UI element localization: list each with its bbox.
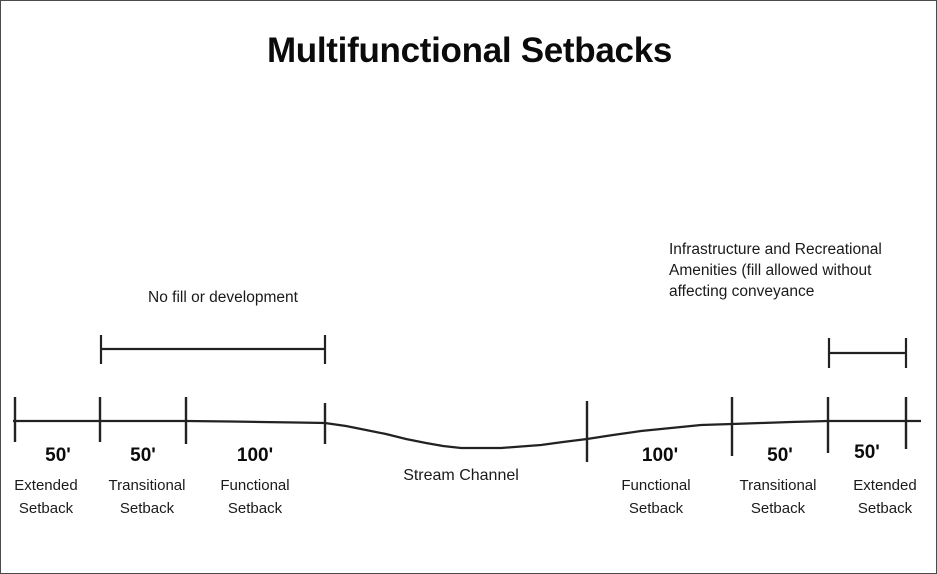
segment-label-extended-left: Extended Setback xyxy=(14,477,78,517)
infrastructure-amenities-note: Infrastructure and Recreational Amenitie… xyxy=(669,241,882,300)
page-title: Multifunctional Setbacks xyxy=(266,31,673,70)
distance-label-functional-left: 100' xyxy=(236,445,274,466)
ground-profile-line xyxy=(13,419,921,450)
no-fill-note: No fill or development xyxy=(148,289,298,306)
segment-label-extended-right: Extended Setback xyxy=(853,477,917,517)
distance-label-extended-left: 50' xyxy=(45,445,71,466)
distance-label-transitional-left: 50' xyxy=(130,445,156,466)
segment-label-functional-right: Functional Setback xyxy=(621,477,691,517)
distance-label-extended-right: 50' xyxy=(854,442,880,463)
segment-label-transitional-right: Transitional Setback xyxy=(739,477,817,517)
segment-label-transitional-left: Transitional Setback xyxy=(108,477,186,517)
station-ticks xyxy=(13,397,908,462)
stream-channel-label: Stream Channel xyxy=(403,467,519,484)
right-bracket xyxy=(827,338,908,368)
distance-label-functional-right: 100' xyxy=(641,445,679,466)
segment-label-functional-left: Functional Setback xyxy=(220,477,290,517)
distance-label-transitional-right: 50' xyxy=(767,445,793,466)
left-bracket xyxy=(99,335,327,364)
